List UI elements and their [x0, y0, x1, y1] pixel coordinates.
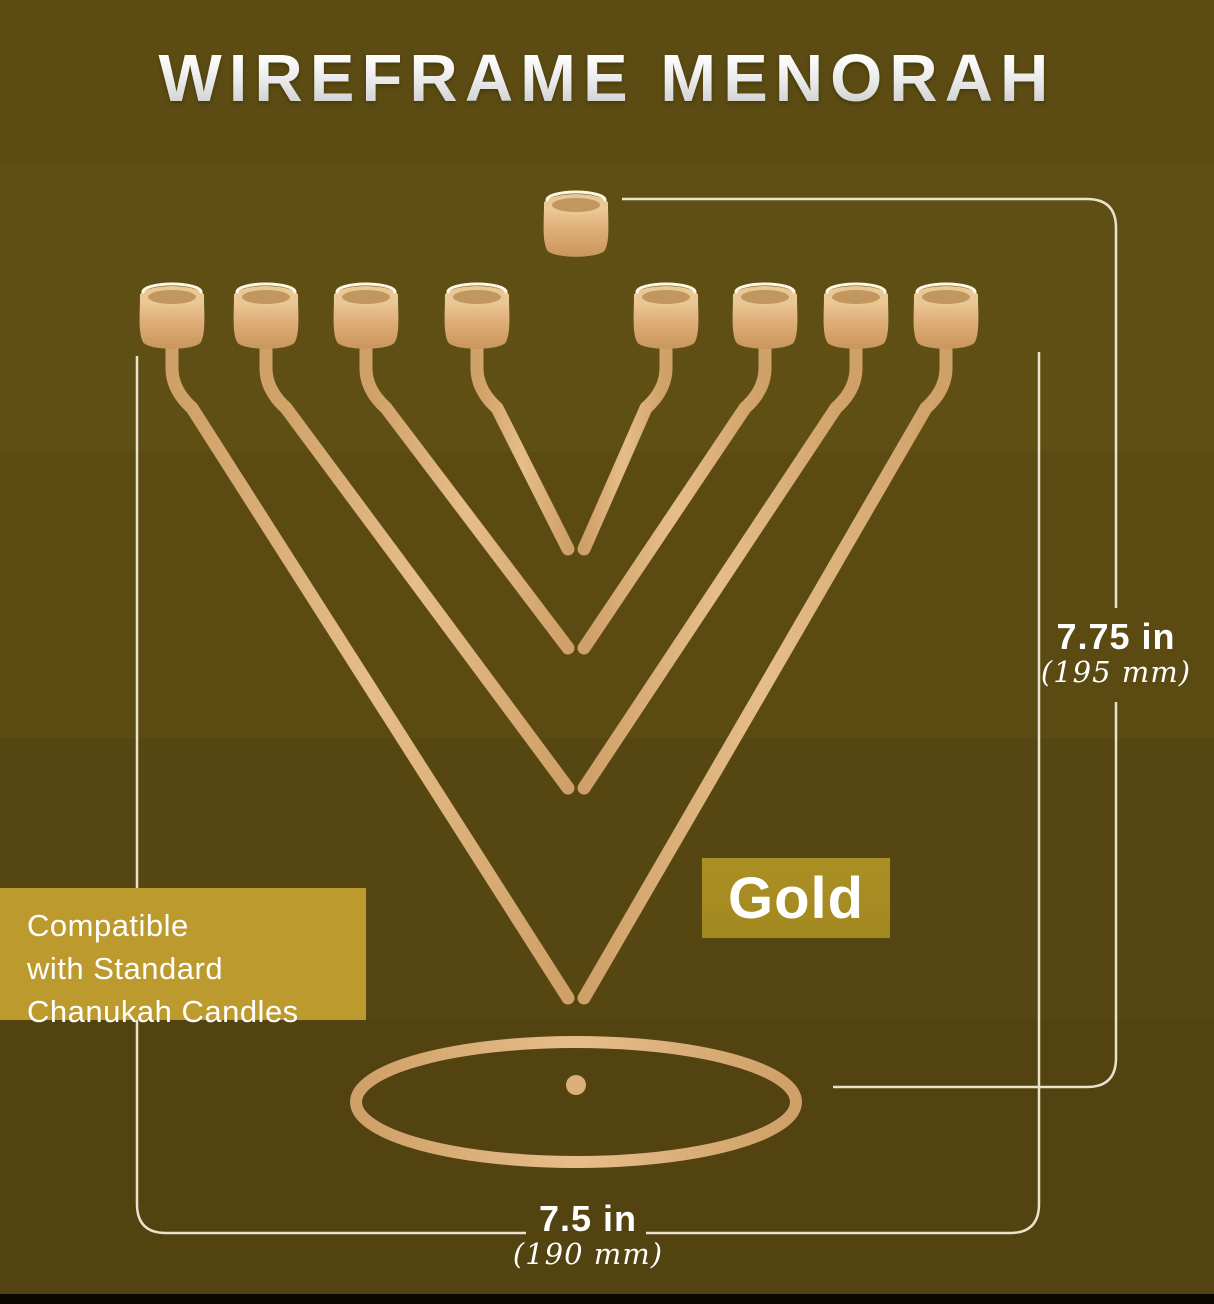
color-badge-label: Gold [727, 865, 865, 931]
width-value: 7.5 in [538, 1198, 638, 1239]
menorah-arm [470, 335, 575, 556]
page-title: WIREFRAME MENORAH [0, 40, 1214, 117]
candle-cup [912, 282, 980, 351]
menorah-arm [577, 335, 863, 795]
color-badge: Gold [702, 858, 890, 938]
candle-cup [232, 282, 300, 351]
candle-cup [138, 282, 206, 351]
backdrop-black-strip [0, 1294, 1214, 1304]
candle-cup [632, 282, 700, 351]
compatibility-note: Compatible with Standard Chanukah Candle… [0, 888, 366, 1029]
note-line: Chanukah Candles [27, 994, 299, 1029]
candle-cup [332, 282, 400, 351]
candle-cup [822, 282, 890, 351]
height-bracket-bottom [833, 702, 1118, 1089]
menorah-base-ring [350, 1036, 802, 1168]
candle-cup [443, 282, 511, 351]
menorah-arm [577, 335, 772, 655]
backdrop-band [0, 0, 1214, 166]
note-line: with Standard [27, 951, 224, 986]
menorah-arm [359, 335, 575, 655]
width-dimension-label: 7.5 in (190 mm) [458, 1200, 718, 1271]
height-metric: (195 mm) [1040, 655, 1192, 689]
height-value: 7.75 in [1056, 616, 1176, 657]
menorah-base-joint [566, 1075, 586, 1095]
candle-cup [731, 282, 799, 351]
height-bracket-top [622, 197, 1118, 608]
width-bracket-left [135, 356, 526, 1235]
menorah-arm [165, 335, 575, 1005]
height-dimension-label: 7.75 in (195 mm) [1036, 618, 1196, 689]
width-metric: (190 mm) [512, 1237, 664, 1271]
width-bracket-right [646, 352, 1041, 1235]
menorah-arm [259, 335, 575, 795]
menorah-arm [577, 335, 673, 556]
menorah-arm [577, 335, 953, 1005]
note-line: Compatible [27, 908, 189, 943]
shamash-cup [542, 190, 610, 259]
